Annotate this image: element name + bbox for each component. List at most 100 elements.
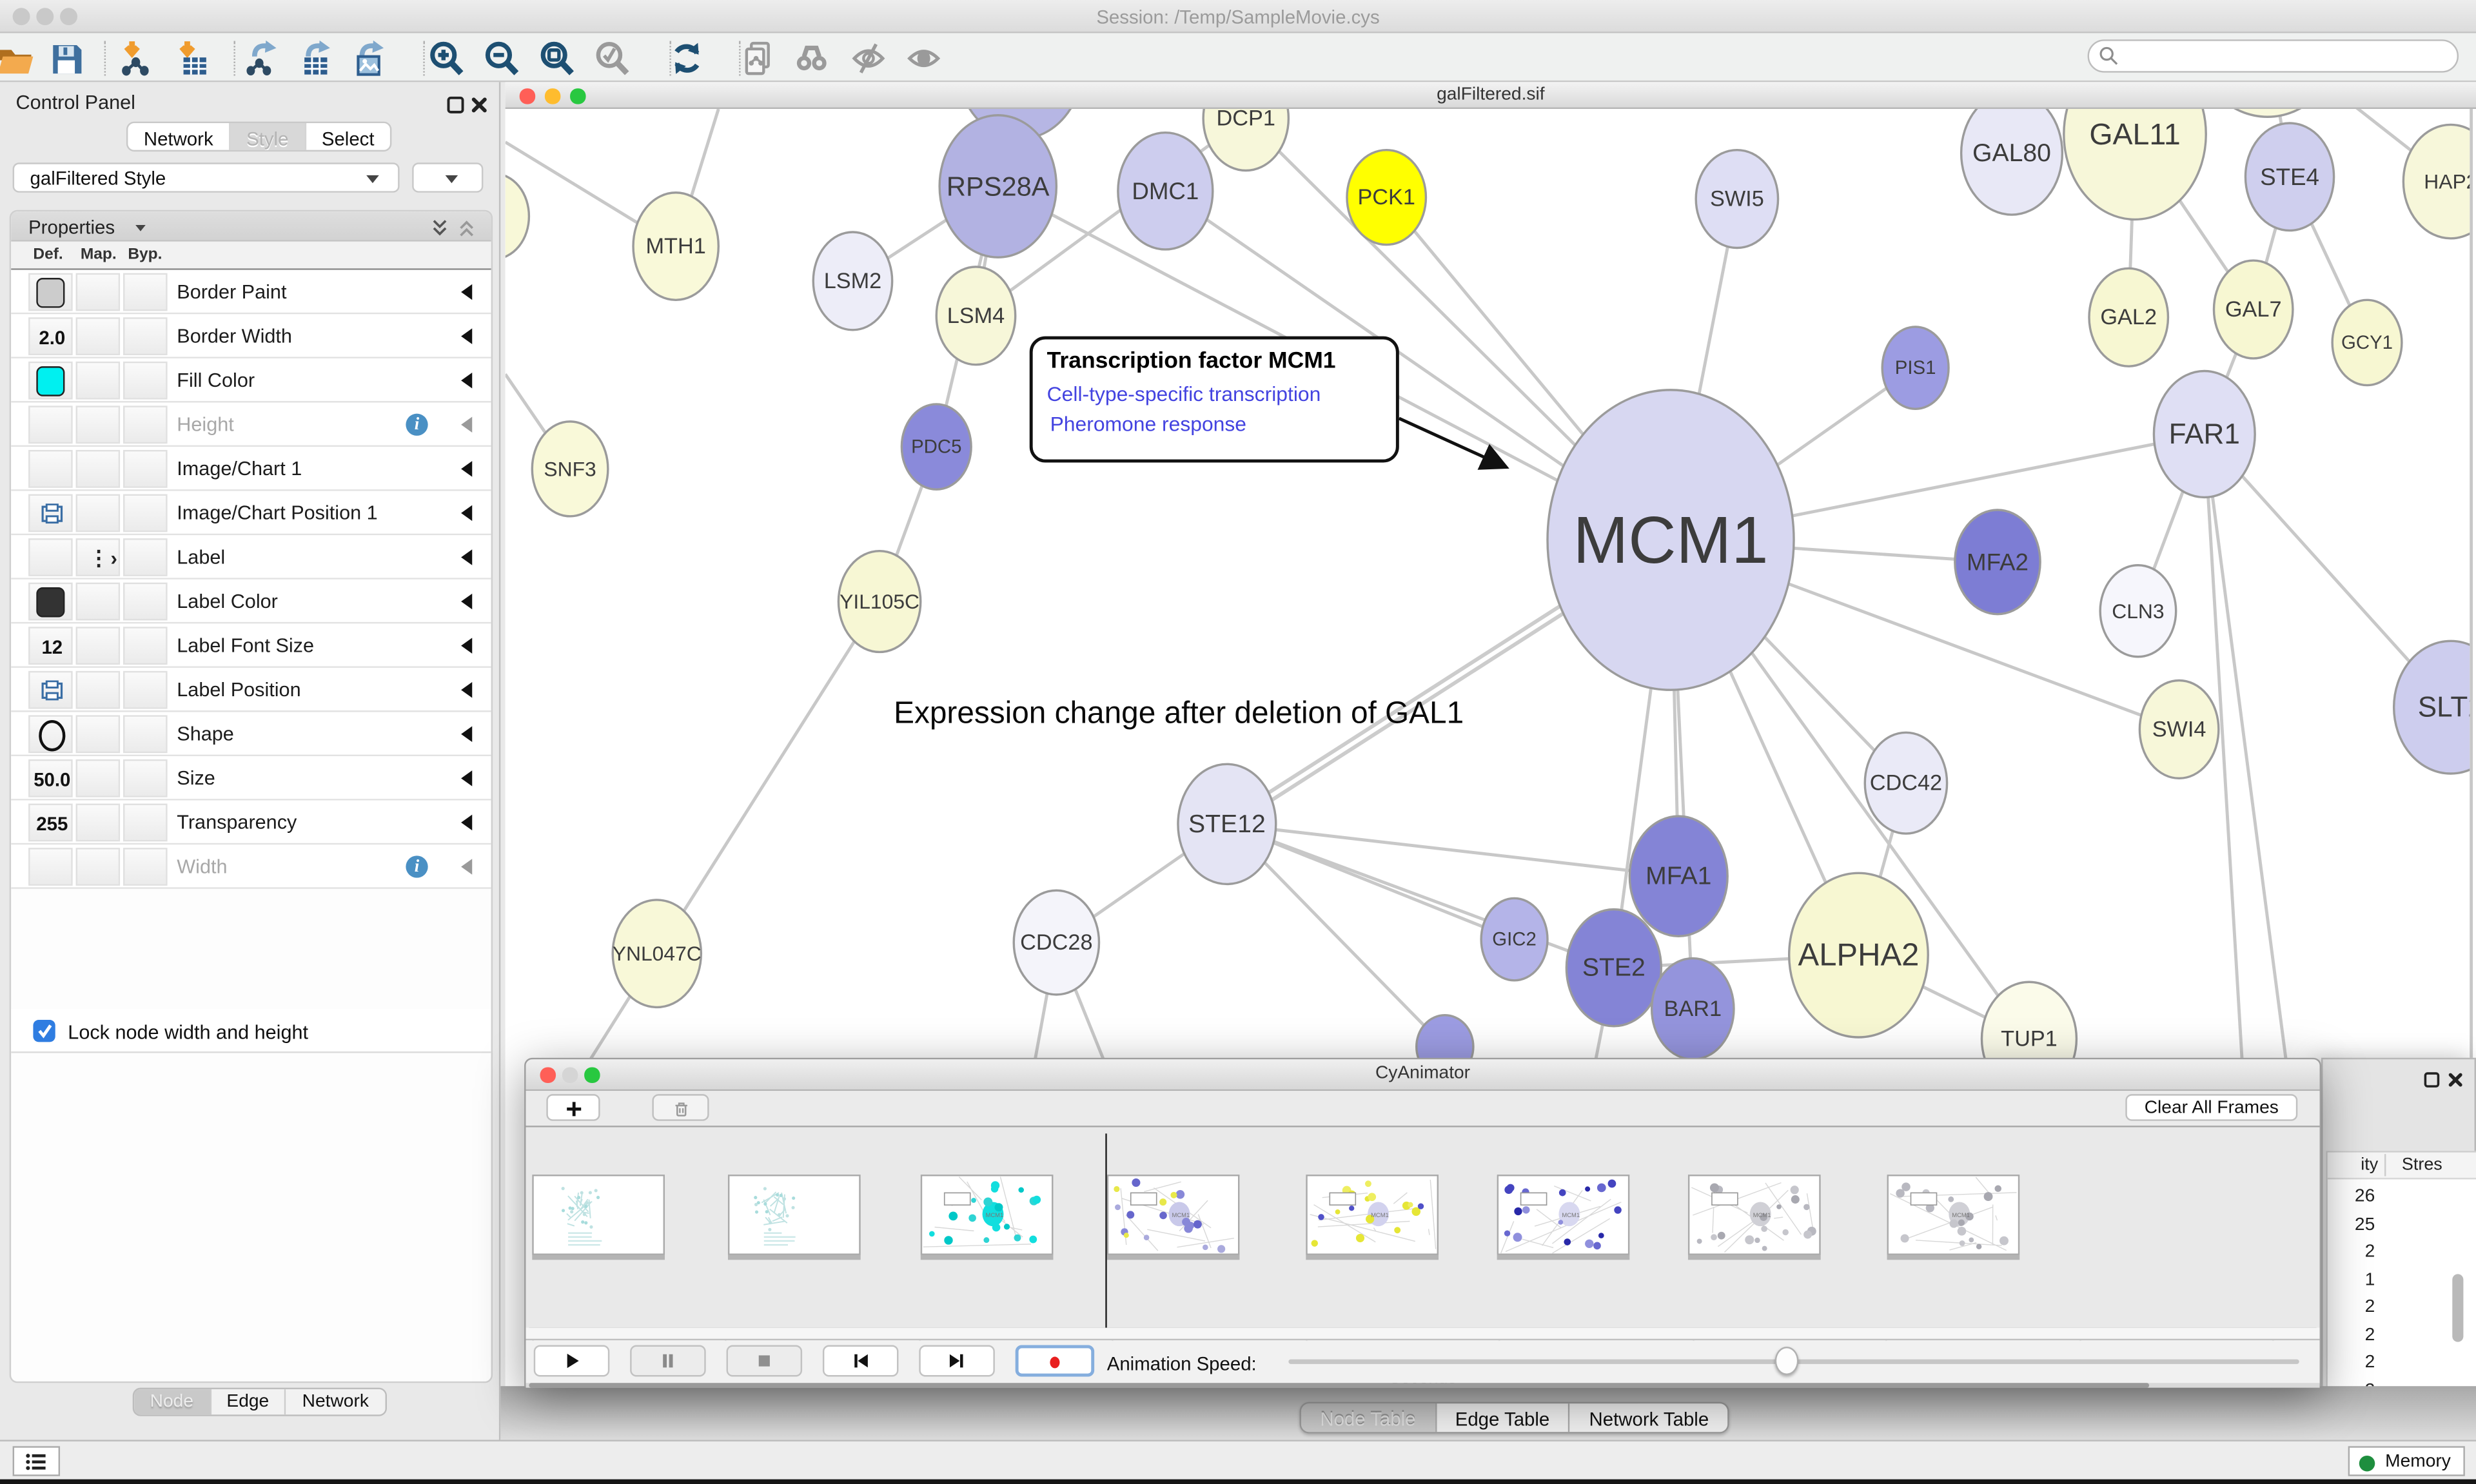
network-node-pck1[interactable]: PCK1	[1346, 148, 1428, 246]
property-cell[interactable]	[123, 759, 168, 797]
property-cell[interactable]: 2.0	[28, 317, 73, 356]
export-image-icon[interactable]	[351, 39, 389, 77]
timeline-frame-4[interactable]: MCM1	[1106, 1175, 1240, 1255]
network-node-hap2[interactable]: HAP2	[2402, 123, 2473, 240]
cyanimator-scrollbar-thumb[interactable]	[529, 1383, 2150, 1388]
expand-row-arrow[interactable]	[461, 505, 473, 522]
annotation-link-1[interactable]: Cell-type-specific transcription	[1046, 382, 1321, 406]
network-node-ste2[interactable]: STE2	[1565, 908, 1663, 1028]
network-node-dmc1[interactable]: DMC1	[1117, 132, 1214, 251]
close-window-button[interactable]	[12, 7, 30, 24]
expand-row-arrow[interactable]	[461, 770, 473, 786]
network-node-gic2[interactable]: GIC2	[1480, 897, 1549, 982]
property-cell[interactable]: 255	[28, 803, 73, 842]
timeline-frame-2[interactable]	[727, 1175, 861, 1255]
record-button[interactable]	[1015, 1345, 1095, 1377]
zoom-select-icon[interactable]	[594, 39, 632, 77]
minimize-network-button[interactable]	[544, 88, 560, 104]
network-node-gal2[interactable]: GAL2	[2088, 267, 2170, 367]
property-cell[interactable]	[123, 627, 168, 665]
property-cell[interactable]	[28, 361, 73, 400]
zoom-window-button[interactable]	[60, 7, 78, 24]
style-options-button[interactable]	[412, 162, 484, 193]
network-node-mfa1[interactable]: MFA1	[1628, 815, 1729, 937]
clear-all-frames-button[interactable]: Clear All Frames	[2125, 1094, 2298, 1121]
network-node-gal7[interactable]: GAL7	[2212, 259, 2294, 360]
float-panel-icon[interactable]	[447, 93, 464, 113]
expand-row-arrow[interactable]	[461, 593, 473, 610]
cyanimator-titlebar[interactable]: CyAnimator	[526, 1059, 2320, 1091]
network-node-gal11[interactable]: GAL11	[2063, 108, 2207, 221]
property-cell[interactable]	[123, 715, 168, 754]
property-cell[interactable]	[28, 494, 73, 532]
property-cell[interactable]	[75, 273, 121, 311]
timeline-frame-1[interactable]	[532, 1175, 665, 1255]
expand-row-arrow[interactable]	[461, 461, 473, 477]
property-cell[interactable]	[123, 582, 168, 621]
property-row-label-position[interactable]: Label Position	[11, 667, 491, 712]
property-cell[interactable]: 50.0	[28, 759, 73, 797]
network-node-ste4[interactable]: STE4	[2244, 122, 2335, 232]
network-node-pdc5[interactable]: PDC5	[900, 403, 972, 491]
import-network-icon[interactable]	[117, 39, 155, 77]
property-cell[interactable]	[75, 627, 121, 665]
network-node-mcm1[interactable]: MCM1	[1546, 389, 1795, 691]
network-node-far1[interactable]: FAR1	[2152, 369, 2256, 499]
expand-row-arrow[interactable]	[461, 814, 473, 831]
tab-node-table[interactable]: Node Table	[1301, 1403, 1437, 1432]
property-row-border-paint[interactable]: Border Paint	[11, 269, 491, 315]
network-node-pis1[interactable]: PIS1	[1881, 326, 1950, 411]
network-node-mfa2[interactable]: MFA2	[1954, 509, 2041, 616]
network-node-ynl047c[interactable]: YNL047C	[611, 899, 703, 1009]
expand-row-arrow[interactable]	[461, 726, 473, 743]
zoom-cyanimator-button[interactable]	[584, 1067, 600, 1082]
expand-row-arrow[interactable]	[461, 284, 473, 300]
property-cell[interactable]	[75, 670, 121, 709]
close-panel-icon[interactable]	[471, 93, 488, 113]
property-cell[interactable]	[75, 715, 121, 754]
close-network-button[interactable]	[519, 88, 535, 104]
zoom-out-icon[interactable]	[483, 39, 521, 77]
property-row-label[interactable]: ⋮›Label	[11, 535, 491, 580]
property-cell[interactable]	[75, 494, 121, 532]
export-table-icon[interactable]	[297, 39, 335, 77]
property-cell[interactable]: ⋮›	[75, 538, 121, 576]
clipboard-icon[interactable]	[739, 39, 777, 77]
property-cell[interactable]	[28, 449, 73, 488]
expand-row-arrow[interactable]	[461, 372, 473, 389]
play-button[interactable]	[533, 1345, 610, 1377]
zoom-in-icon[interactable]	[428, 39, 466, 77]
tab-network[interactable]: Network	[128, 123, 231, 150]
network-node-alpha2[interactable]: ALPHA2	[1787, 872, 1929, 1039]
network-node-bar1[interactable]: BAR1	[1650, 957, 1735, 1060]
expand-row-arrow[interactable]	[461, 638, 473, 654]
property-cell[interactable]	[75, 405, 121, 444]
network-node-ycut[interactable]	[505, 173, 531, 259]
property-cell[interactable]	[28, 273, 73, 311]
network-node-ste12[interactable]: STE12	[1177, 763, 1277, 886]
network-node-mth1[interactable]: MTH1	[632, 191, 720, 302]
property-cell[interactable]	[28, 848, 73, 886]
network-node-lsm4[interactable]: LSM4	[935, 266, 1017, 366]
import-table-icon[interactable]	[172, 39, 210, 77]
property-cell[interactable]	[75, 317, 121, 356]
property-cell[interactable]	[123, 449, 168, 488]
property-cell[interactable]	[28, 715, 73, 754]
network-node-snf3[interactable]: SNF3	[531, 420, 609, 518]
property-cell[interactable]	[123, 538, 168, 576]
property-cell[interactable]	[28, 582, 73, 621]
property-cell[interactable]	[123, 848, 168, 886]
cp-tab-edge[interactable]: Edge	[210, 1389, 287, 1415]
property-cell[interactable]	[123, 803, 168, 842]
timeline-playhead[interactable]	[1105, 1133, 1107, 1330]
expand-row-arrow[interactable]	[461, 549, 473, 565]
property-row-shape[interactable]: Shape	[11, 712, 491, 757]
open-folder-icon[interactable]	[0, 39, 34, 77]
eye-icon[interactable]	[905, 39, 943, 77]
minimize-cyanimator-button[interactable]	[562, 1067, 578, 1082]
network-node-cdc28[interactable]: CDC28	[1012, 889, 1101, 996]
cp-tab-network[interactable]: Network	[286, 1389, 385, 1415]
